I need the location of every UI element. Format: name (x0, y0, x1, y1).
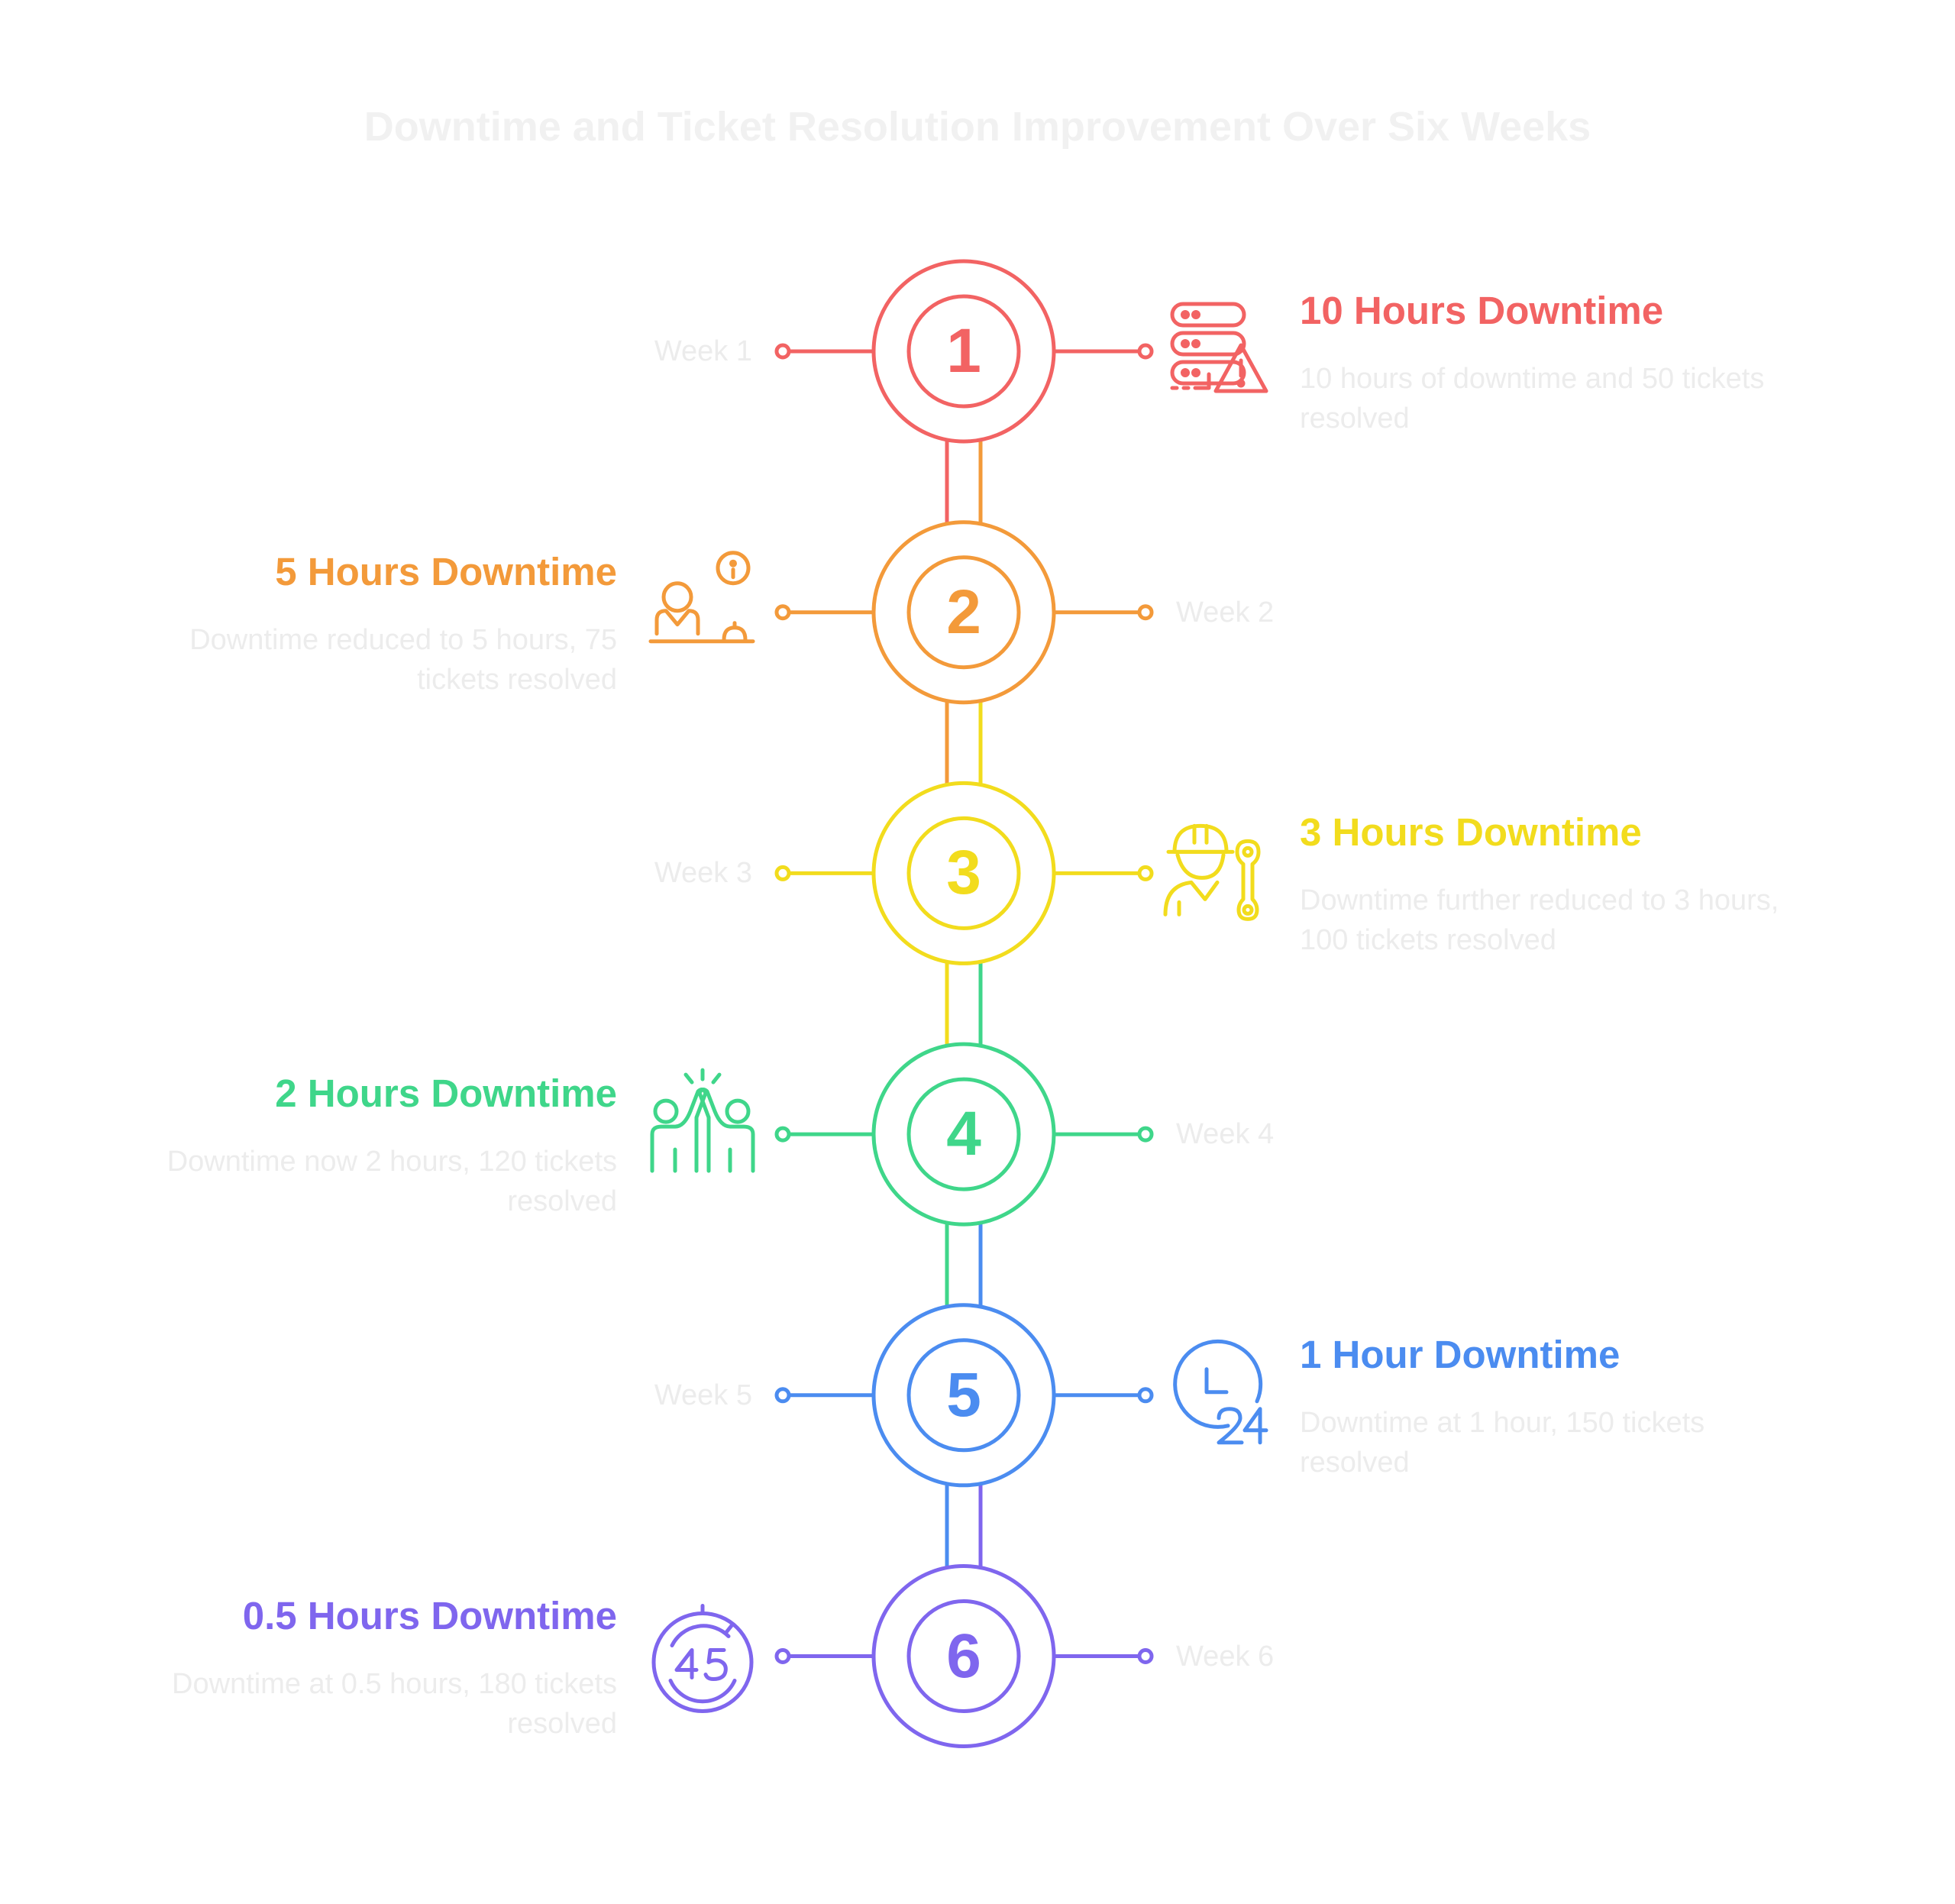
week-label: Week 2 (1176, 596, 1275, 629)
step-number: 4 (946, 1099, 981, 1169)
step-number: 3 (946, 838, 981, 908)
step-heading: 2 Hours Downtime (275, 1072, 617, 1116)
step-stems (774, 1648, 1154, 1664)
step-number: 2 (946, 577, 981, 647)
step-description: Downtime at 1 hour, 150 tickets resolved (1300, 1406, 1705, 1479)
clock-24-icon (1173, 1339, 1268, 1445)
connector (945, 700, 983, 785)
high-five-icon (650, 1068, 755, 1173)
step-stems (774, 865, 1154, 881)
connector (945, 962, 983, 1046)
connector (945, 1223, 983, 1307)
step-node (871, 781, 1056, 965)
technician-wrench-icon (1163, 823, 1261, 921)
server-warning-icon (1170, 302, 1268, 393)
step-number: 5 (946, 1359, 981, 1430)
step-description: Downtime further reduced to 3 hours, 100… (1300, 884, 1779, 957)
step-number: 1 (946, 316, 981, 386)
step-heading: 3 Hours Downtime (1300, 810, 1642, 855)
step-description: Downtime reduced to 5 hours, 75 tickets … (189, 623, 617, 696)
step-heading: 5 Hours Downtime (275, 549, 617, 593)
week-label: Week 6 (1176, 1640, 1275, 1673)
connector (945, 1483, 983, 1568)
week-label: Week 4 (1176, 1118, 1275, 1151)
step-heading: 1 Hour Downtime (1300, 1332, 1621, 1376)
step-stems (774, 1126, 1154, 1143)
step-heading: 0.5 Hours Downtime (242, 1593, 617, 1637)
week-label: Week 5 (654, 1379, 752, 1411)
step-stems (774, 343, 1154, 360)
connector (945, 440, 983, 524)
step-number: 6 (946, 1621, 981, 1691)
step-description: Downtime now 2 hours, 120 tickets resolv… (166, 1146, 617, 1218)
step-node (871, 259, 1056, 444)
step-description: Downtime at 0.5 hours, 180 tickets resol… (172, 1667, 617, 1740)
step-description: 10 hours of downtime and 50 tickets reso… (1300, 363, 1765, 435)
step-heading: 10 Hours Downtime (1300, 289, 1664, 332)
diagram-title: Downtime and Ticket Resolution Improveme… (364, 104, 1591, 150)
step-stems (774, 1387, 1154, 1404)
step-node (871, 1042, 1056, 1227)
week-label: Week 1 (654, 335, 752, 367)
week-label: Week 3 (654, 857, 752, 890)
help-desk-icon (648, 551, 755, 644)
stopwatch-45-icon (651, 1604, 754, 1713)
step-stems (774, 604, 1154, 621)
step-node (871, 520, 1056, 705)
step-node (871, 1303, 1056, 1488)
